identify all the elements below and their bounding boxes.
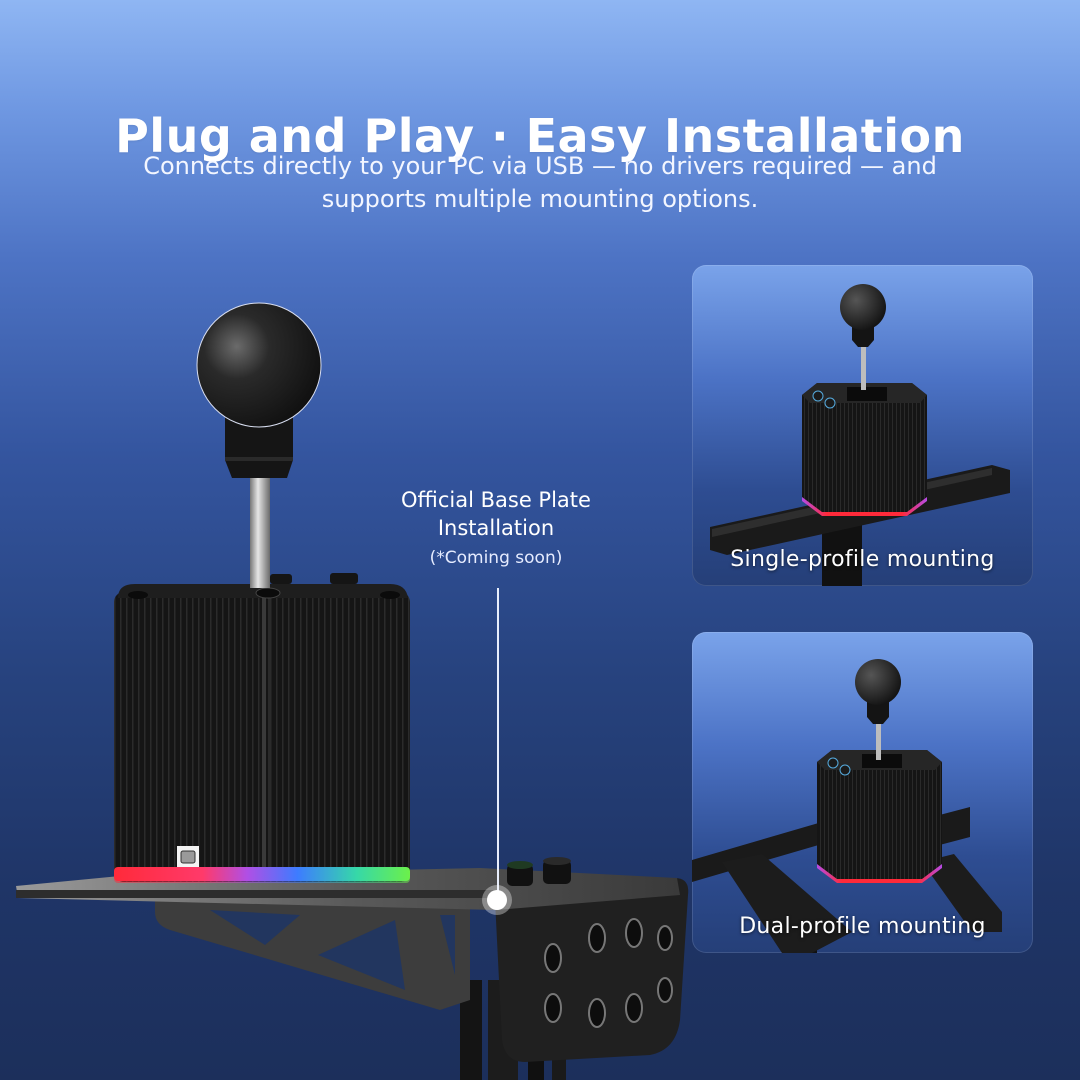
- single-profile-card: Single-profile mounting: [692, 265, 1033, 586]
- dual-profile-illustration: [692, 659, 1002, 953]
- callout-leader-line: [497, 588, 499, 900]
- page-title: Plug and Play · Easy Installation: [115, 108, 965, 163]
- dual-profile-card: Dual-profile mounting: [692, 632, 1033, 953]
- single-profile-label: Single-profile mounting: [730, 547, 995, 572]
- callout-label: Official Base Plate Installation: [401, 488, 591, 540]
- callout-marker-dot: [487, 890, 507, 910]
- shifter-base-plate-illustration: [16, 302, 689, 1080]
- page-subtitle: Connects directly to your PC via USB — n…: [143, 152, 937, 213]
- single-profile-illustration: [710, 284, 1010, 586]
- dual-profile-label: Dual-profile mounting: [739, 914, 986, 939]
- callout-note: (*Coming soon): [429, 548, 563, 568]
